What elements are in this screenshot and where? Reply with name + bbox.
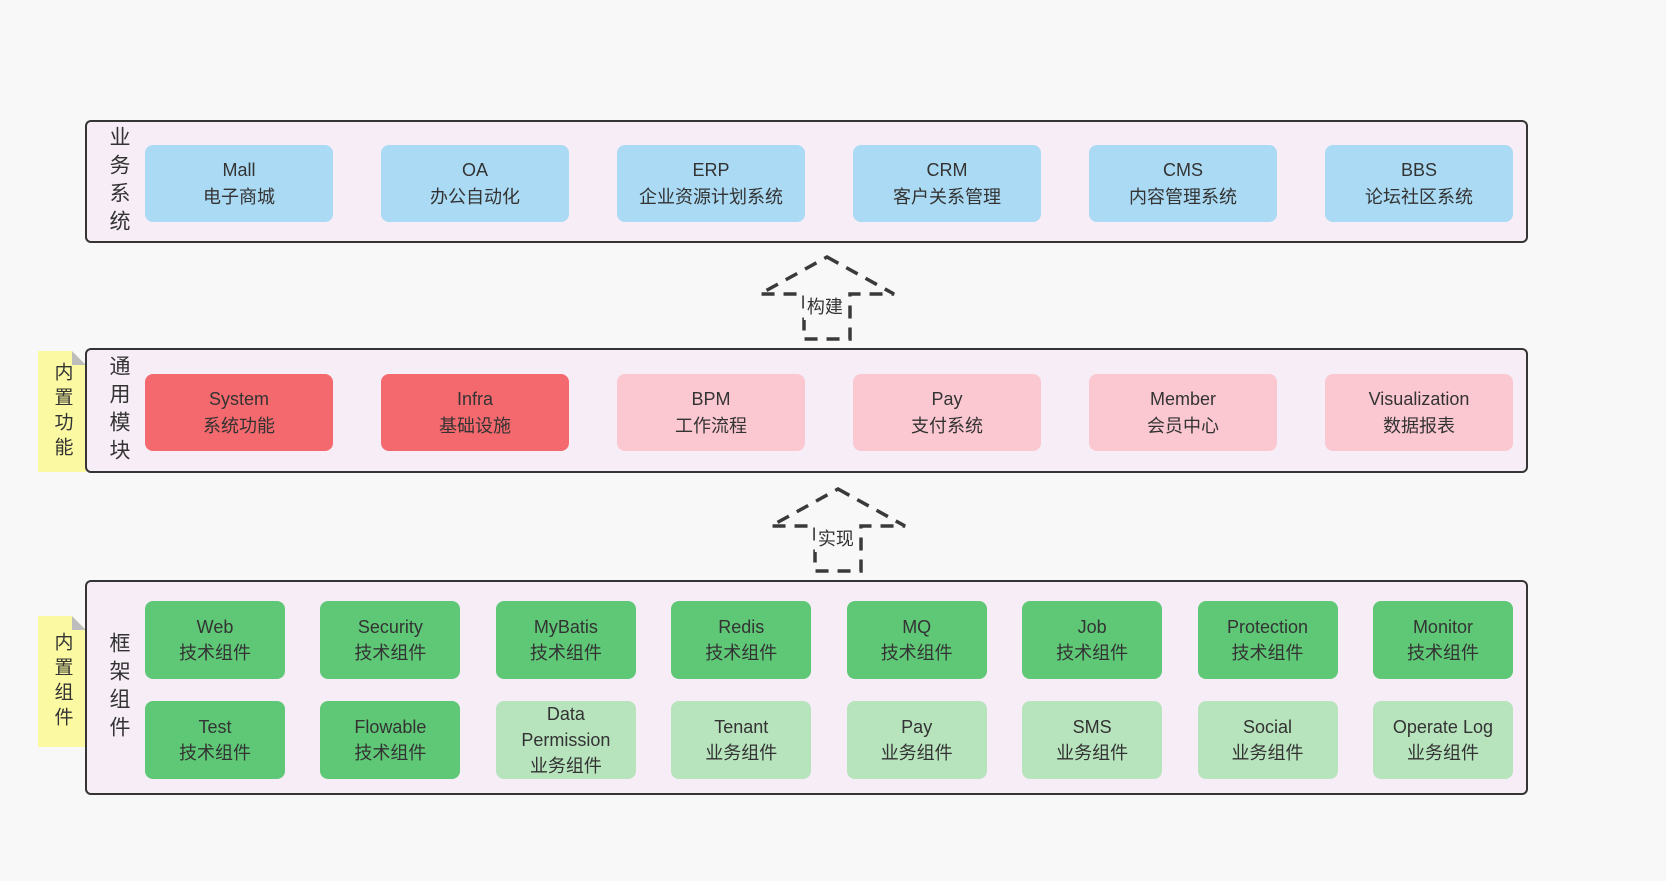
- panel-common-modules: 通用模块 System 系统功能 Infra 基础设施 BPM 工作流程 Pay…: [85, 348, 1528, 473]
- box-erp: ERP 企业资源计划系统: [617, 145, 805, 222]
- sticky-note-label: 内置功能: [51, 361, 73, 462]
- implement-arrow-label: 实现: [814, 524, 857, 552]
- box-oa: OA 办公自动化: [381, 145, 569, 222]
- framework-components-row-1: Web 技术组件 Security 技术组件 MyBatis 技术组件 Redi…: [145, 601, 1513, 679]
- framework-components-row-2: Test 技术组件 Flowable 技术组件 Data Permission …: [145, 701, 1513, 779]
- box-mybatis: MyBatis 技术组件: [495, 601, 636, 679]
- implement-arrow-icon: 实现: [768, 486, 908, 574]
- common-modules-row: System 系统功能 Infra 基础设施 BPM 工作流程 Pay 支付系统…: [145, 374, 1513, 451]
- sticky-note-label: 内置组件: [51, 631, 73, 732]
- box-security: Security 技术组件: [320, 601, 461, 679]
- panel-framework-components: 框架组件 Web 技术组件 Security 技术组件 MyBatis 技术组件…: [85, 580, 1528, 795]
- build-arrow-icon: 构建: [757, 254, 897, 342]
- box-social: Social 业务组件: [1197, 701, 1338, 779]
- box-redis: Redis 技术组件: [671, 601, 812, 679]
- box-system: System 系统功能: [145, 374, 333, 451]
- box-bbs: BBS 论坛社区系统: [1325, 145, 1513, 222]
- box-bpm: BPM 工作流程: [617, 374, 805, 451]
- box-data-permission: Data Permission 业务组件: [495, 701, 636, 779]
- panel-label-common-modules: 通用模块: [107, 354, 130, 467]
- panel-label-framework-components: 框架组件: [107, 631, 130, 744]
- box-visualization: Visualization 数据报表: [1325, 374, 1513, 451]
- box-protection: Protection 技术组件: [1197, 601, 1338, 679]
- box-pay: Pay 支付系统: [853, 374, 1041, 451]
- box-test: Test 技术组件: [145, 701, 285, 779]
- business-systems-row: Mall 电子商城 OA 办公自动化 ERP 企业资源计划系统 CRM 客户关系…: [145, 145, 1513, 222]
- box-sms: SMS 业务组件: [1022, 701, 1163, 779]
- panel-business-systems: 业务系统 Mall 电子商城 OA 办公自动化 ERP 企业资源计划系统 CRM…: [85, 120, 1528, 243]
- build-arrow-label: 构建: [803, 292, 846, 320]
- box-crm: CRM 客户关系管理: [853, 145, 1041, 222]
- panel-label-business-systems: 业务系统: [107, 125, 130, 238]
- box-pay-component: Pay 业务组件: [846, 701, 987, 779]
- fold-corner-icon: [72, 616, 86, 630]
- box-mall: Mall 电子商城: [145, 145, 333, 222]
- fold-corner-icon: [72, 351, 86, 365]
- box-infra: Infra 基础设施: [381, 374, 569, 451]
- box-job: Job 技术组件: [1022, 601, 1163, 679]
- box-cms: CMS 内容管理系统: [1089, 145, 1277, 222]
- sticky-note-built-in-features: 内置功能: [38, 351, 86, 472]
- box-flowable: Flowable 技术组件: [320, 701, 461, 779]
- box-member: Member 会员中心: [1089, 374, 1277, 451]
- box-tenant: Tenant 业务组件: [671, 701, 812, 779]
- box-monitor: Monitor 技术组件: [1372, 601, 1513, 679]
- box-mq: MQ 技术组件: [846, 601, 987, 679]
- sticky-note-built-in-components: 内置组件: [38, 616, 86, 747]
- box-operate-log: Operate Log 业务组件: [1372, 701, 1513, 779]
- box-web: Web 技术组件: [145, 601, 285, 679]
